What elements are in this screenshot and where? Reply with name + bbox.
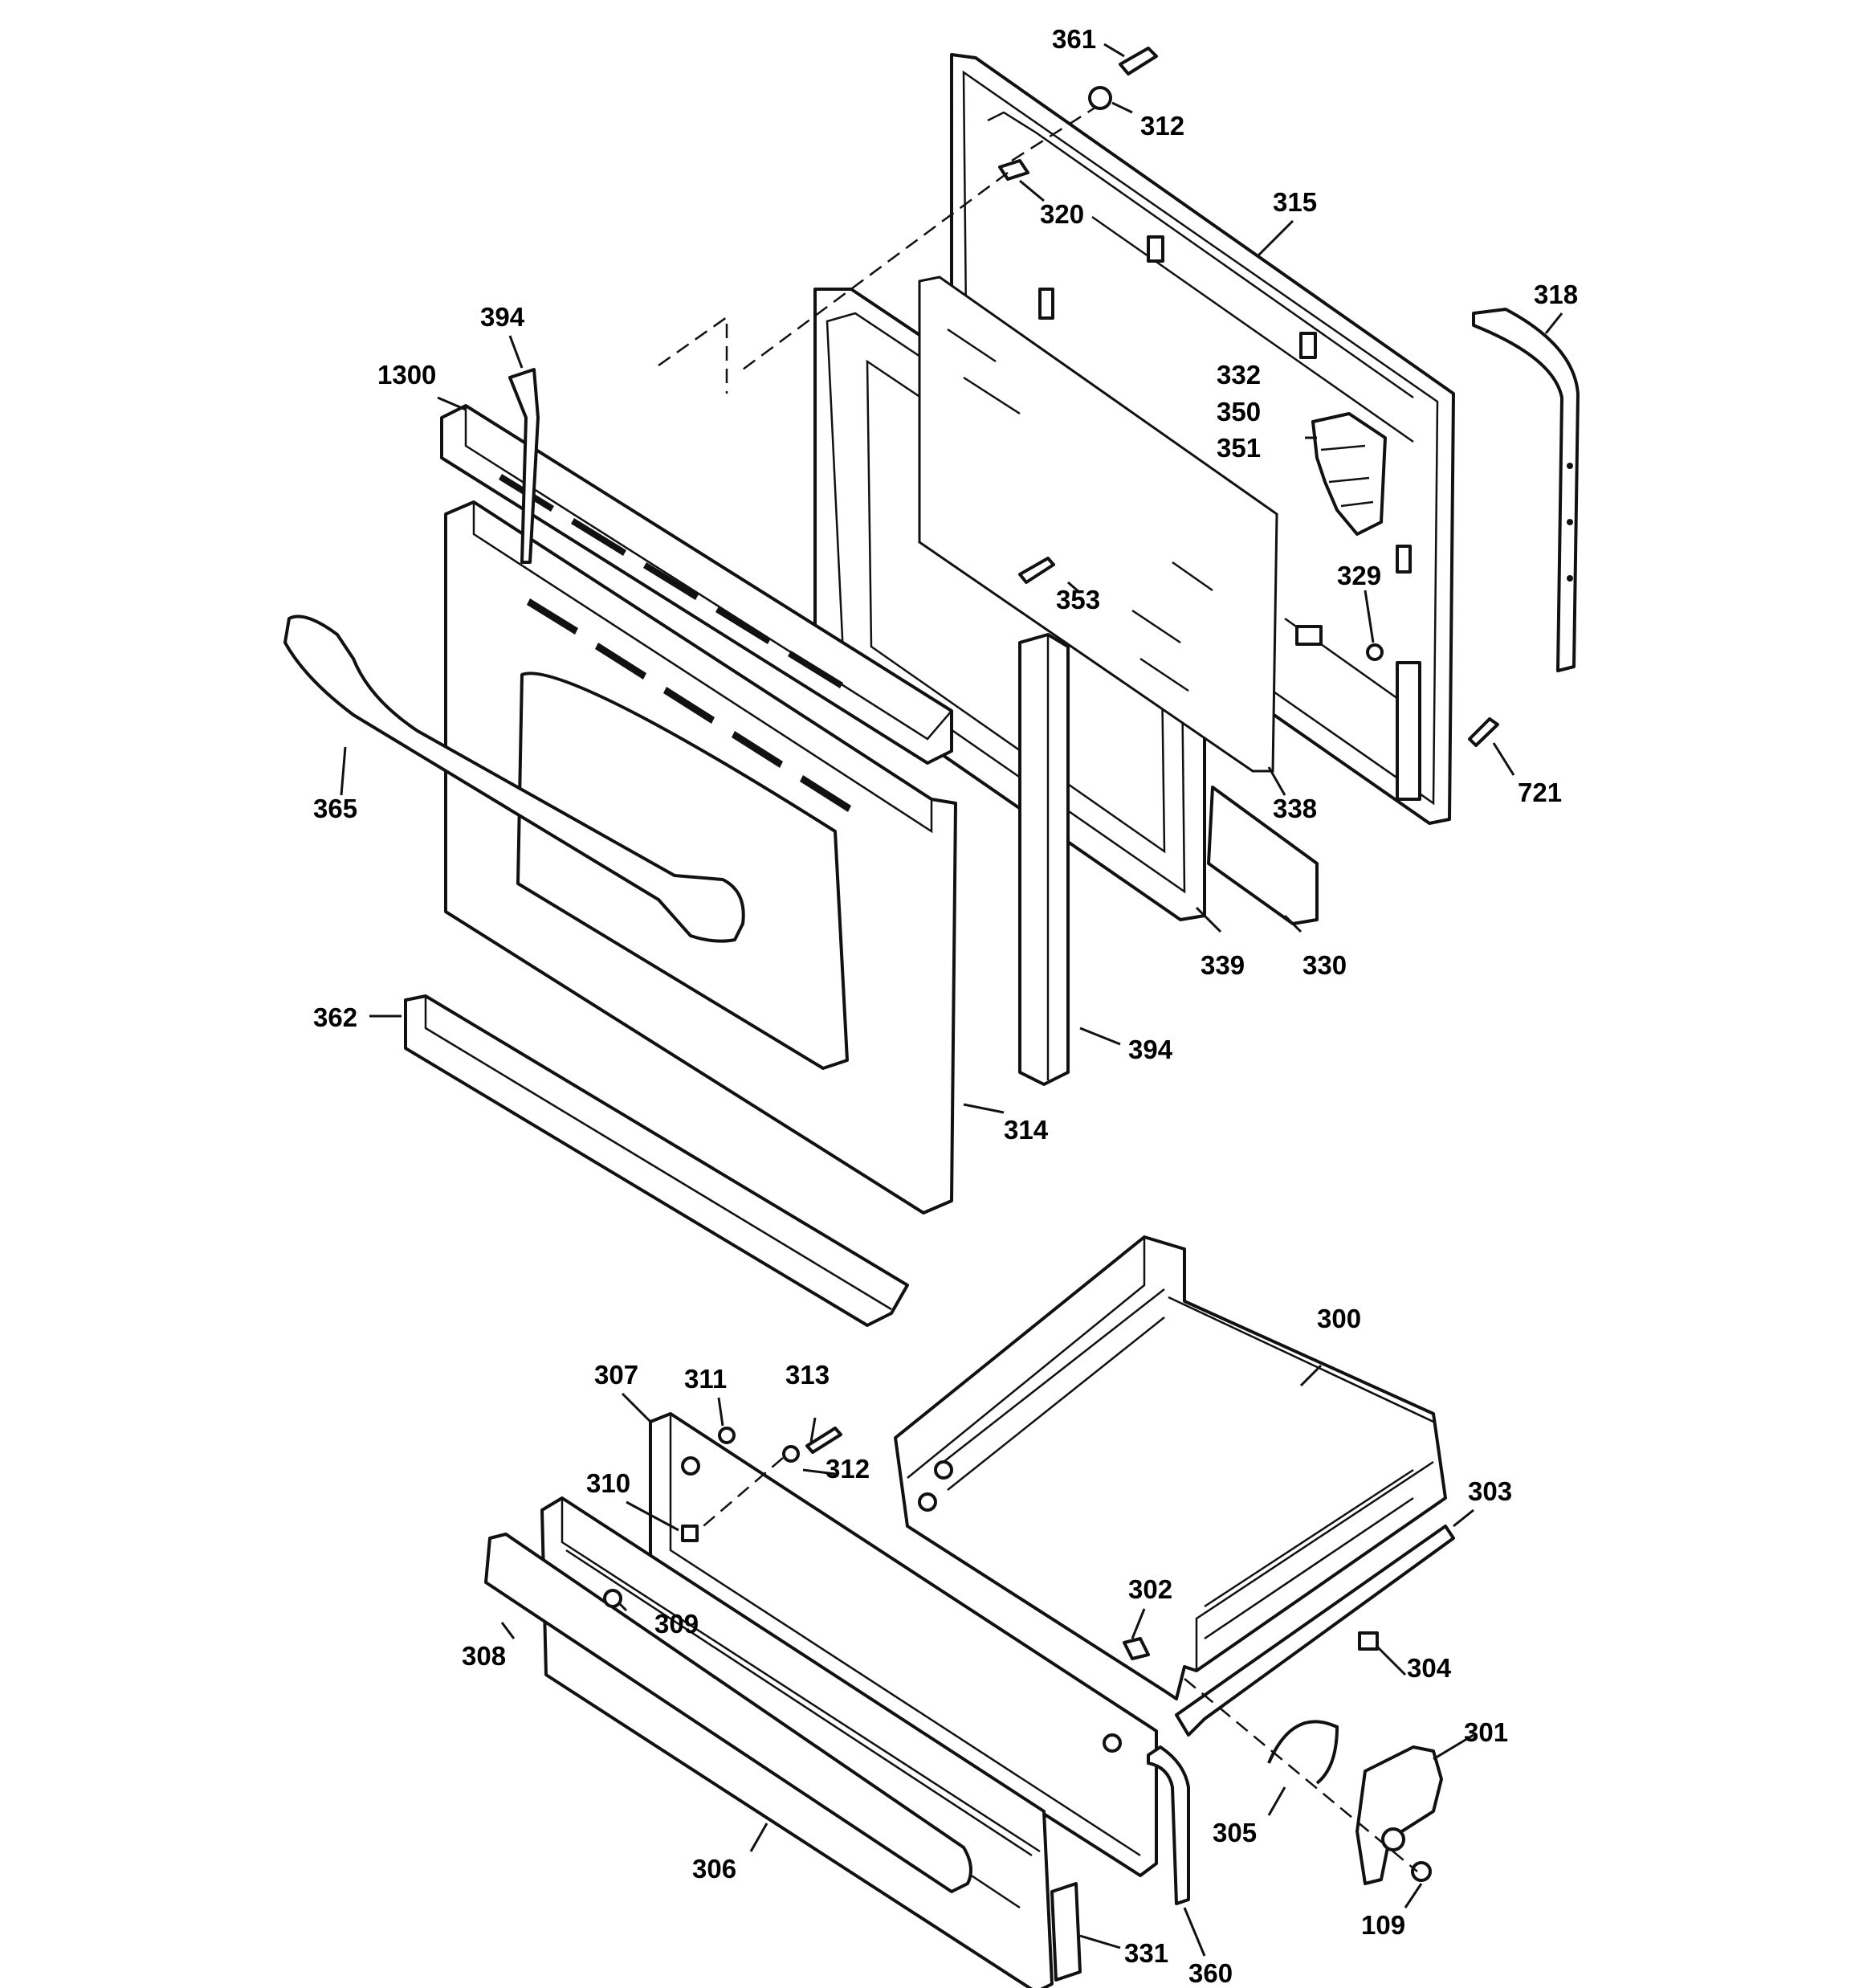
label-311: 311 [684,1364,728,1394]
label-332: 332 [1217,360,1262,390]
label-301: 301 [1464,1717,1509,1747]
label-310: 310 [586,1468,631,1498]
label-361: 361 [1052,24,1097,54]
drawer-rail [1175,1525,1455,1737]
washer-312-bottom [782,1445,800,1463]
label-353: 353 [1056,585,1101,614]
screw-353 [1018,557,1055,584]
screw-109 [1411,1861,1432,1882]
nut-311 [718,1427,736,1444]
label-331: 331 [1124,1938,1169,1968]
door-trim-channel [1472,308,1580,672]
label-338: 338 [1273,794,1318,823]
label-307: 307 [594,1360,639,1390]
label-339: 339 [1201,950,1245,980]
door-inner-panel [950,53,1455,825]
label-109: 109 [1361,1910,1406,1940]
label-312-top: 312 [1140,111,1185,141]
label-308: 308 [462,1641,507,1671]
label-329: 329 [1337,561,1382,590]
label-309: 309 [654,1609,699,1639]
label-330: 330 [1302,950,1347,980]
screw-721 [1468,717,1499,747]
leader-lines [340,43,1563,1957]
label-721: 721 [1518,778,1563,807]
label-300: 300 [1317,1304,1362,1333]
label-394-side: 394 [1128,1035,1173,1064]
door-outer-panel [444,500,957,1214]
label-351: 351 [1217,433,1262,463]
drawer-bracket [1355,1745,1443,1885]
door-insulation [1311,412,1387,536]
washer-top [1088,86,1112,110]
label-303: 303 [1468,1476,1513,1506]
label-304: 304 [1407,1653,1452,1683]
label-306: 306 [692,1854,737,1884]
door-glass-pane [918,276,1278,773]
drawer-handle [484,1533,972,1893]
drawer-roller [1358,1631,1379,1651]
label-302: 302 [1128,1574,1173,1604]
door-top-trim [440,404,953,765]
label-365: 365 [313,794,358,823]
glass-seal-strip [1207,786,1319,925]
label-1300: 1300 [377,360,437,390]
label-394-top: 394 [480,302,525,332]
door-bracket-side [1018,633,1070,1086]
label-360: 360 [1188,1958,1233,1988]
label-362: 362 [313,1002,358,1032]
label-305: 305 [1213,1818,1258,1847]
drawer-stop-pin [1123,1637,1150,1660]
washer-329 [1366,643,1384,661]
label-313: 313 [785,1360,830,1390]
label-312-bottom: 312 [826,1454,870,1484]
label-314: 314 [1004,1115,1049,1145]
door-bracket-top [508,368,540,564]
door-handle [283,614,745,943]
label-320: 320 [1040,199,1085,229]
screw-309 [603,1589,622,1608]
label-315: 315 [1273,187,1318,217]
label-350: 350 [1217,397,1262,427]
screw-top [1119,47,1158,76]
screw-313 [805,1427,842,1454]
drawer-bracket-331 [1050,1882,1082,1982]
spacer-310 [681,1525,699,1542]
drawer-body [894,1235,1447,1700]
drawer-clip [1267,1720,1339,1785]
drawer-end-cap [1147,1745,1190,1905]
label-318: 318 [1534,280,1579,309]
